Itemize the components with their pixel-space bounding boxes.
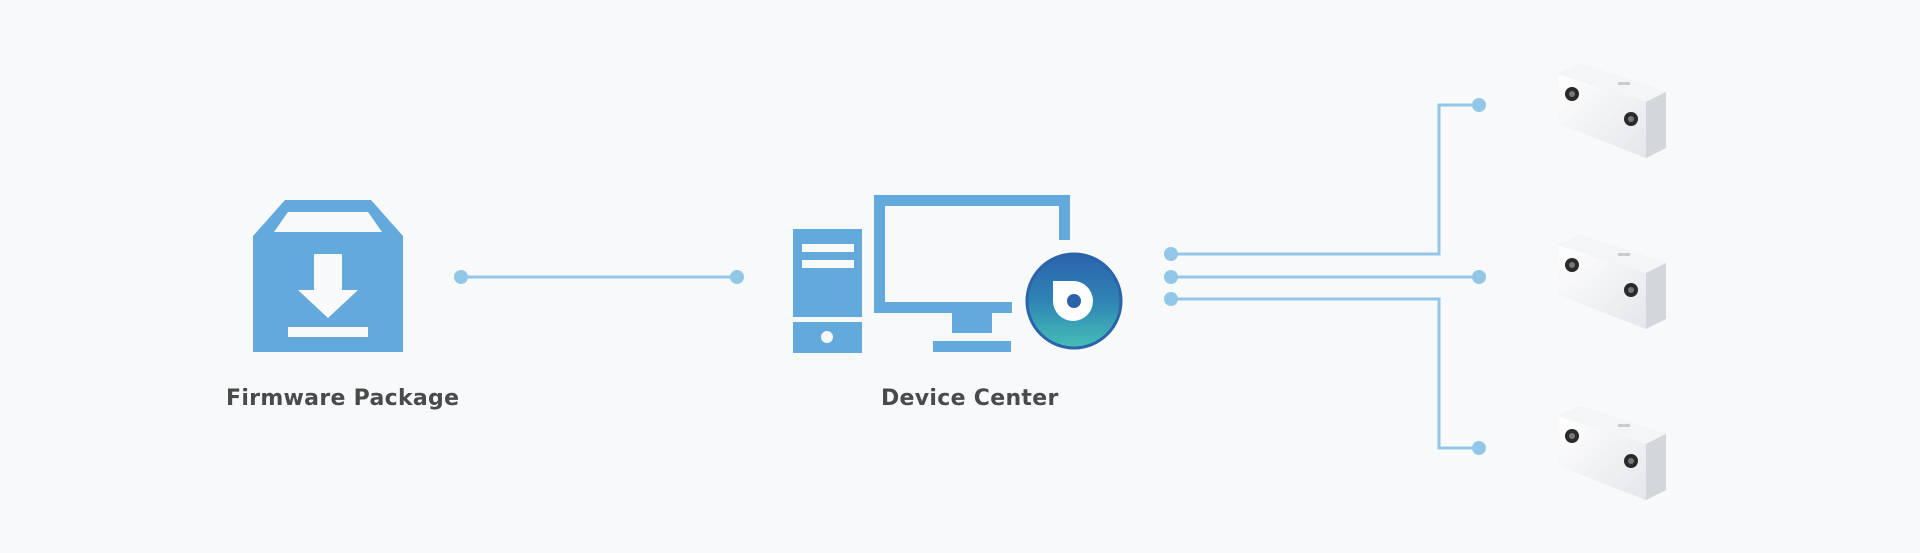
connector-center-to-devices [1171,103,1479,450]
computer-monitor-base [933,341,1011,352]
computer-monitor-stand [952,313,992,333]
package-download-icon [253,200,403,352]
device-center-logo-icon [1023,250,1125,352]
desktop-computer-icon [793,195,1070,353]
stereo-camera-icon [1558,235,1666,329]
firmware-package-label: Firmware Package [226,386,460,411]
stereo-camera-icon [1558,406,1666,500]
stereo-camera-icon [1558,64,1666,158]
device-center-label: Device Center [881,386,1059,411]
connector-firmware-to-center [454,270,744,284]
computer-tower [793,229,862,317]
connector-endpoints [1164,98,1486,455]
